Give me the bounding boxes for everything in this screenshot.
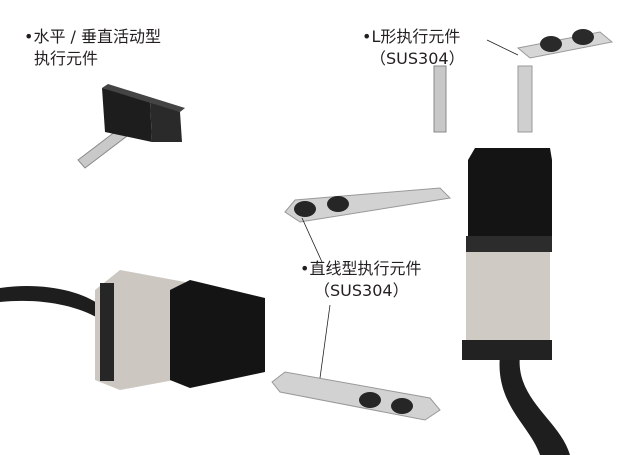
label-line-2: 执行元件: [34, 49, 99, 68]
vertical-switch-image: [462, 148, 570, 455]
straight-actuator-top-image: [284, 187, 452, 223]
label-line-2: （SUS304）: [314, 281, 409, 300]
label-line-1: •水平 / 垂直活动型: [24, 27, 162, 46]
straight-actuator-bottom-image: [271, 371, 441, 421]
horizontal-switch-image: [0, 270, 265, 390]
l-actuator-image: [433, 29, 614, 133]
label-line-2: （SUS304）: [370, 49, 465, 68]
straight-actuator-label: •直线型执行元件 （SUS304）: [300, 258, 421, 302]
straight-actuator-leader-line-top: [301, 217, 323, 263]
horizontal-vertical-actuator-label: •水平 / 垂直活动型 执行元件: [24, 26, 161, 70]
l-actuator-label: •L形执行元件 （SUS304）: [362, 26, 465, 70]
label-line-1: •L形执行元件: [362, 27, 461, 46]
l-actuator-leader-line: [486, 39, 519, 56]
horizontal-vertical-actuator-image: [77, 84, 185, 169]
straight-actuator-leader-line-bottom: [319, 304, 331, 379]
label-line-1: •直线型执行元件: [300, 259, 422, 278]
